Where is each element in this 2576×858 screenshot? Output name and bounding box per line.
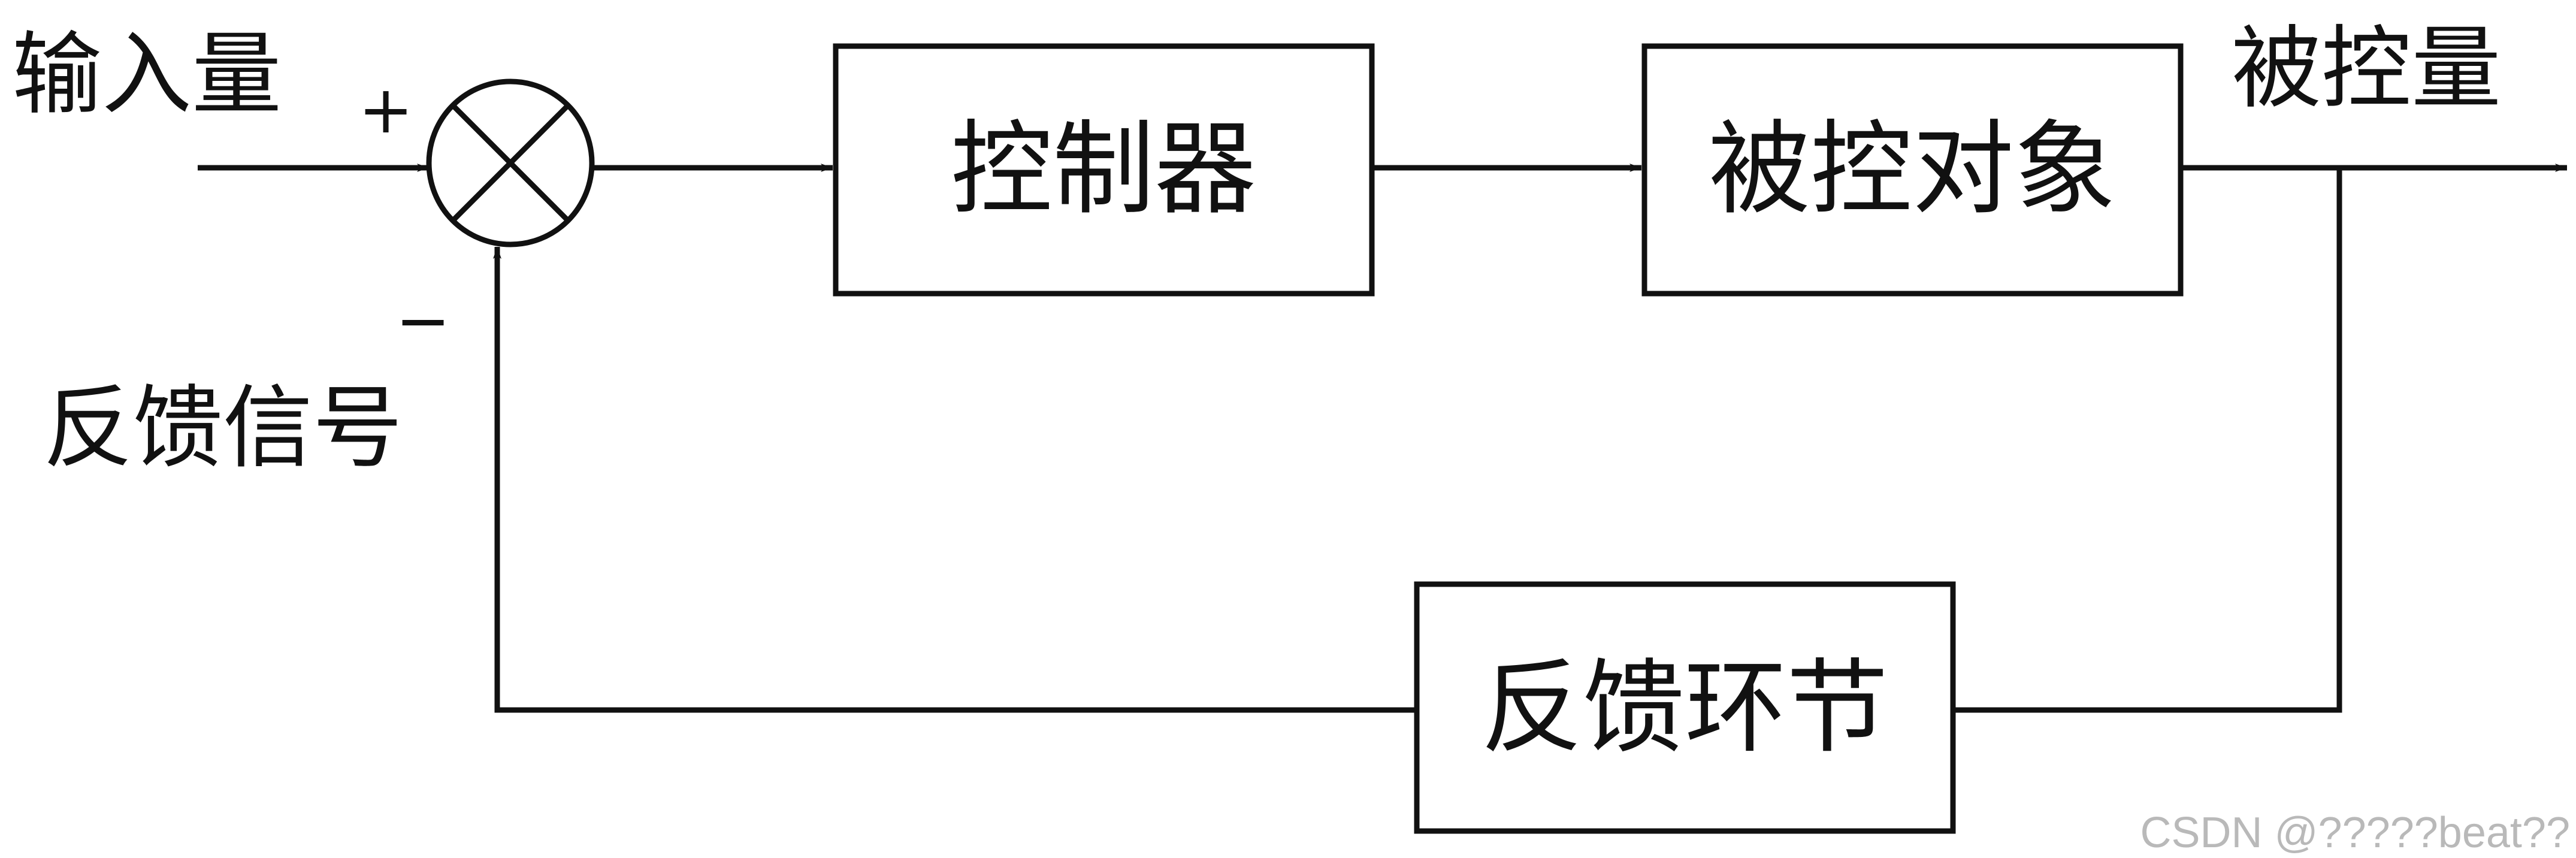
output-label: 被控量 bbox=[2232, 17, 2502, 121]
feedback-block-label: 反馈环节 bbox=[1480, 649, 1889, 768]
minus-sign: − bbox=[395, 282, 451, 359]
feedback-return-arrow bbox=[493, 247, 1417, 713]
feedback-signal-label: 反馈信号 bbox=[43, 376, 403, 481]
plus-sign: + bbox=[358, 71, 414, 148]
input-label: 输入量 bbox=[12, 23, 282, 127]
output-tap-line bbox=[1953, 168, 2342, 713]
plant-label: 被控对象 bbox=[1708, 110, 2117, 229]
controller-label: 控制器 bbox=[950, 110, 1257, 229]
summing-junction bbox=[426, 78, 595, 247]
watermark: CSDN @?????beat?? bbox=[2140, 809, 2570, 857]
